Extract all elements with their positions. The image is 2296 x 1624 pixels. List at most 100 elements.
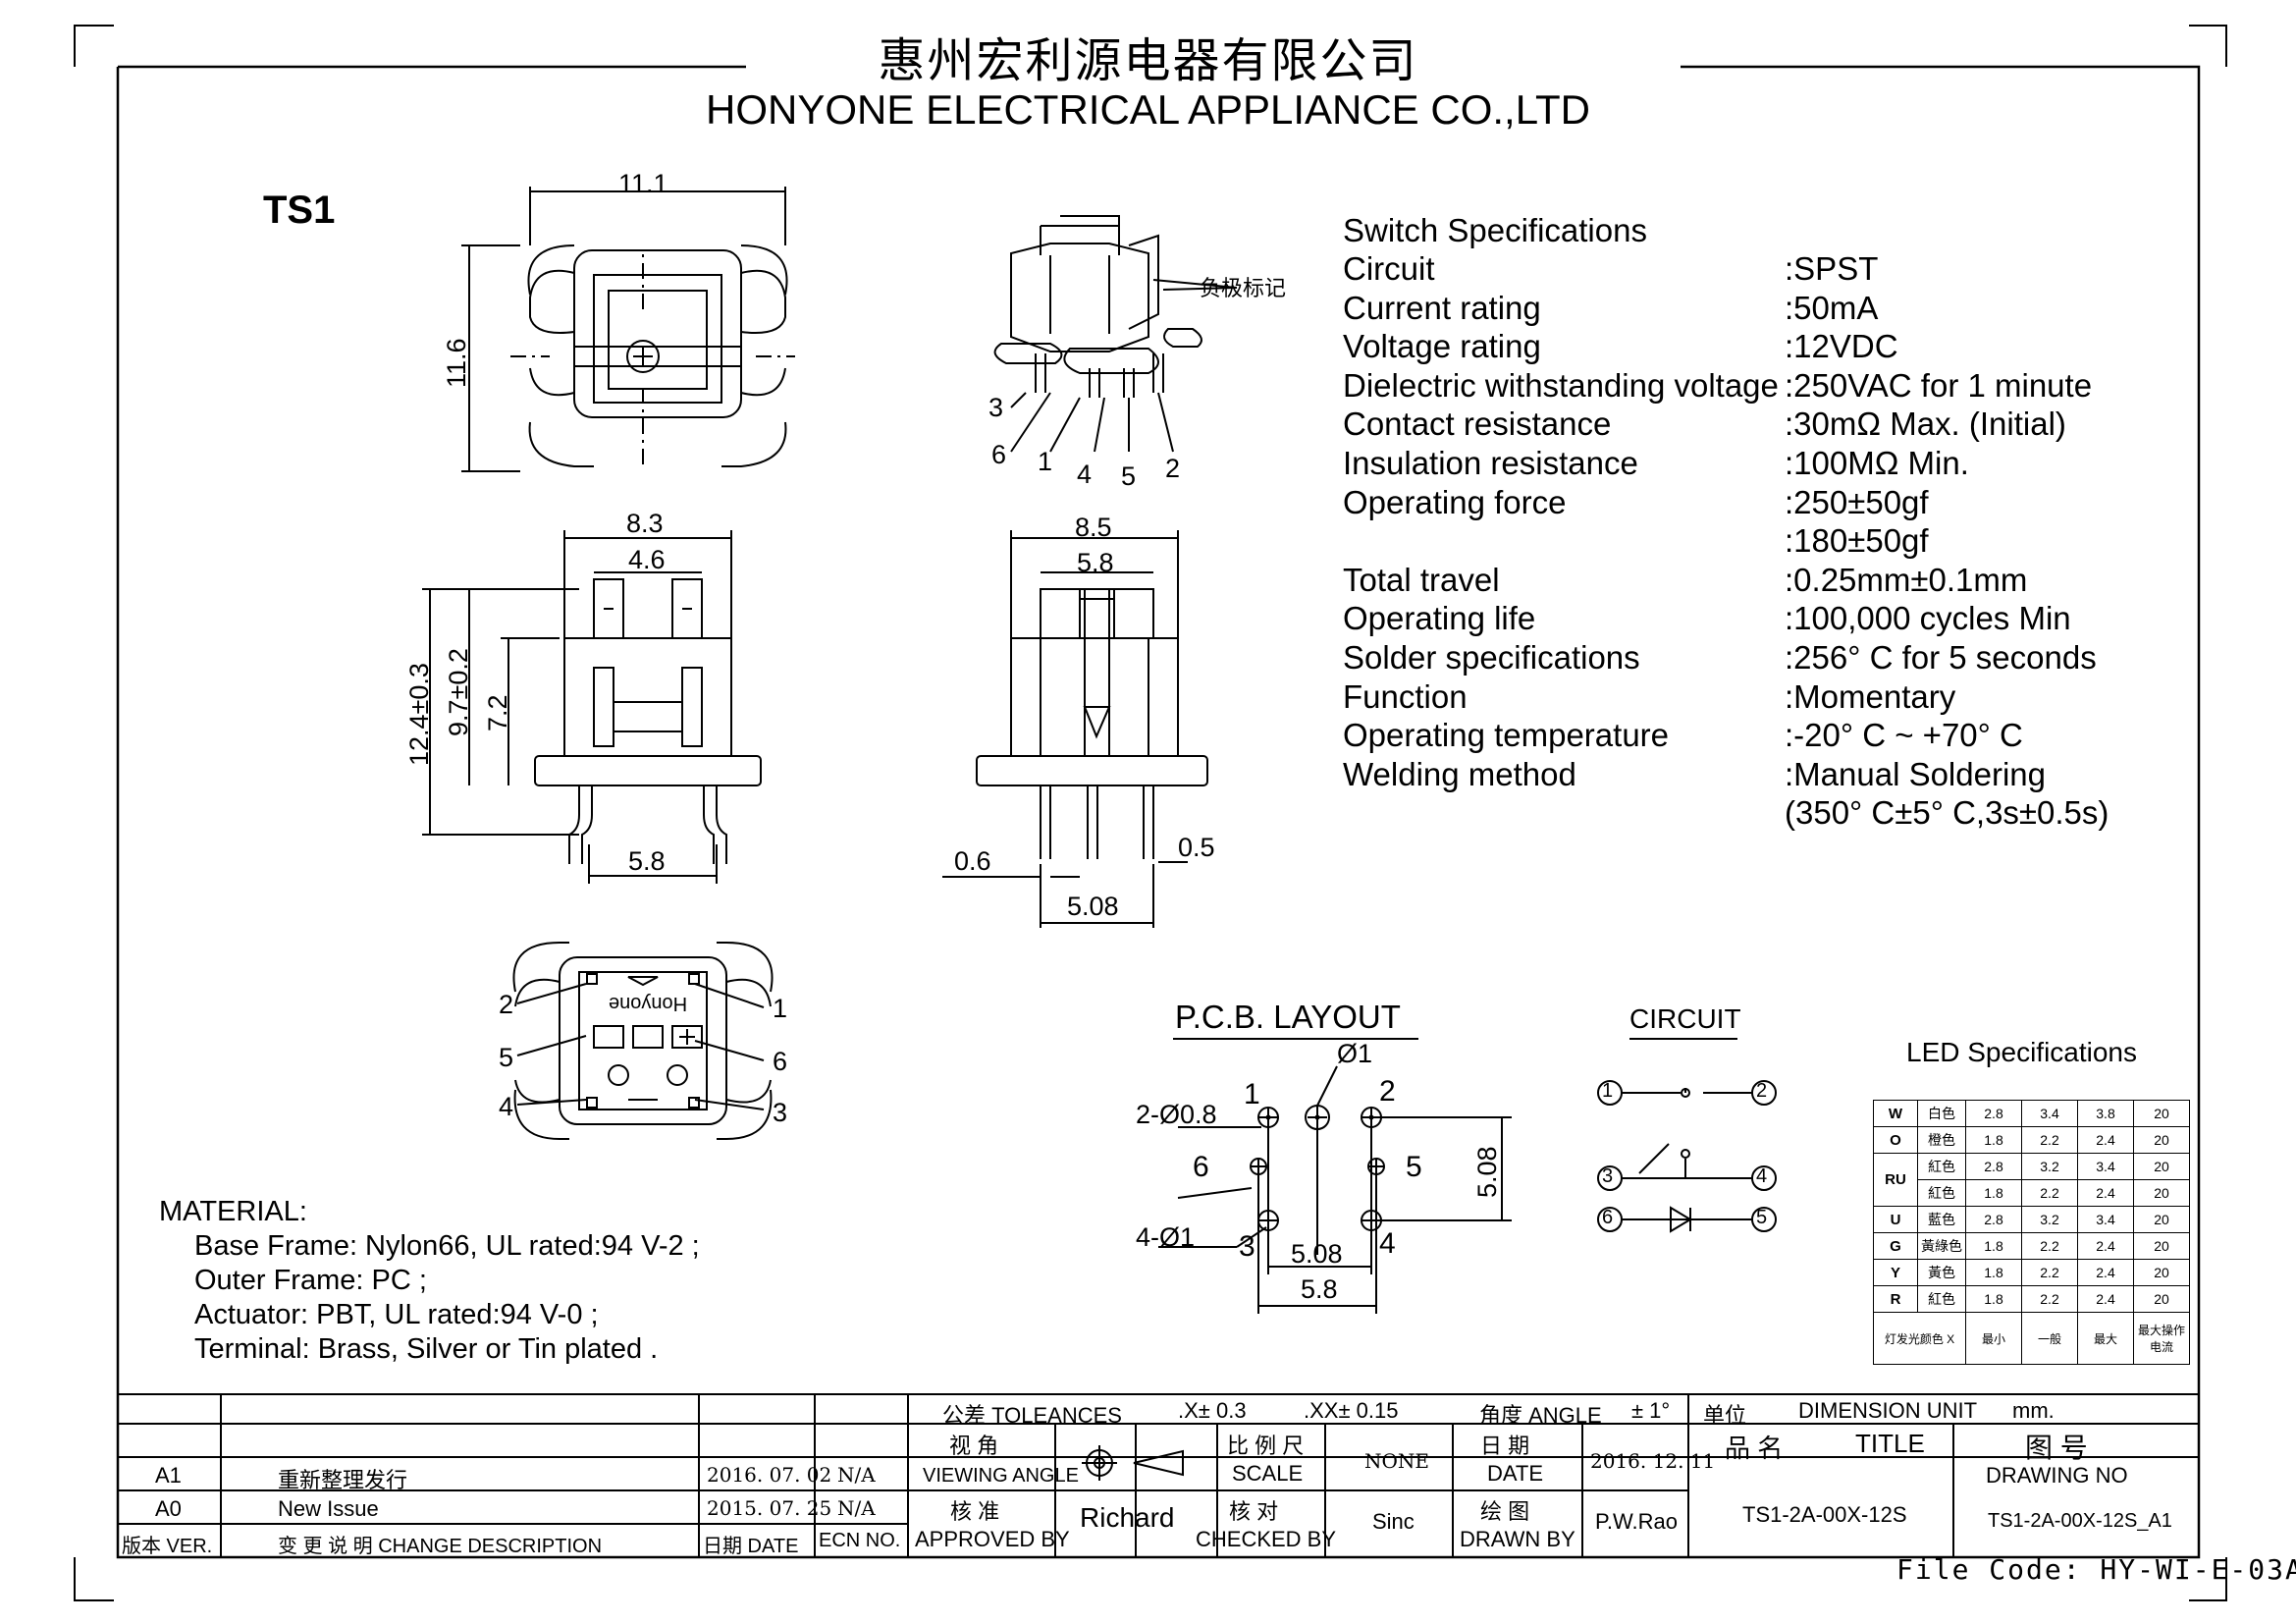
led-footer-cell: 最小 [1965,1312,2022,1365]
led-cell: 20 [2133,1126,2190,1154]
led-cell: R [1873,1285,1918,1313]
led-cell: 3.4 [2077,1153,2134,1180]
spec-label: Insulation resistance [1343,445,1638,481]
spec-label: Voltage rating [1343,328,1541,364]
led-cell: 2.8 [1965,1100,2022,1127]
model-number: TS1 [263,189,336,232]
led-spec-title: LED Specifications [1906,1037,2138,1067]
led-cell: 2.4 [2077,1285,2134,1313]
led-cell: 2.4 [2077,1232,2134,1260]
spec-value: :256° C for 5 seconds [1785,639,2097,676]
led-cell: 橙色 [1917,1126,1966,1154]
title-value: TS1-2A-00X-12S [1742,1502,1907,1527]
spec-value: :12VDC [1785,328,1898,364]
rev-2-desc: New Issue [278,1496,379,1521]
led-cell: 3.4 [2077,1206,2134,1233]
led-footer-cell: 最大 [2077,1312,2134,1365]
bottom-pin-2: 2 [499,990,514,1019]
top-view-drawing [461,187,795,472]
scale-cn: 比 例 尺 [1227,1434,1305,1458]
pcb-layout-title: P.C.B. LAYOUT [1175,999,1401,1035]
side-right-dim: 0.5 [1178,833,1215,862]
spec-value: :30mΩ Max. (Initial) [1785,406,2066,442]
led-footer-cell: 最大操作电流 [2133,1312,2190,1365]
material-line-3: Actuator: PBT, UL rated:94 V-0 ; [194,1299,599,1330]
pcb-pitch-v: 5.08 [1472,1146,1502,1198]
pcb-pin-6: 6 [1193,1151,1209,1183]
company-name-en: HONYONE ELECTRICAL APPLIANCE CO.,LTD [706,86,1590,133]
led-cell: 20 [2133,1100,2190,1127]
spec-value: :250VAC for 1 minute [1785,367,2093,404]
led-cell: 紅色 [1917,1285,1966,1313]
angle-value: ± 1° [1631,1398,1671,1423]
side-outer-dim: 8.5 [1075,513,1112,542]
circuit-drawing [1597,1038,1777,1233]
view-angle-cn: 视 角 [949,1434,999,1458]
led-cell: 1.8 [1965,1126,2022,1154]
negative-mark-label: 负极标记 [1200,276,1287,300]
rev-2-ver: A0 [155,1496,182,1521]
led-cell: 3.8 [2077,1100,2134,1127]
side-inner-dim: 5.8 [1077,548,1114,577]
unit-value: mm. [2012,1398,2055,1423]
led-cell: 2.2 [2021,1232,2078,1260]
bottom-brand-mark: Honyone [609,993,688,1014]
date-en: DATE [1487,1461,1544,1486]
pcb-layout-drawing [1158,1038,1512,1314]
spec-title: Switch Specifications [1343,212,1647,248]
approved-value: Richard [1080,1502,1175,1533]
led-footer-cell: 一般 [2021,1312,2078,1365]
top-view-height-dim: 11.6 [442,338,471,388]
material-title: MATERIAL: [159,1196,307,1227]
bottom-pin-5: 5 [499,1043,514,1072]
drawn-cn: 绘 图 [1480,1499,1530,1524]
iso-pin-3: 3 [988,393,1004,422]
led-cell: 紅色 [1917,1153,1966,1180]
material-line-2: Outer Frame: PC ; [194,1265,427,1296]
spec-label: Operating force [1343,484,1567,520]
header-desc: 变 更 说 明 CHANGE DESCRIPTION [278,1536,603,1557]
led-cell: 2.4 [2077,1126,2134,1154]
tolerances-label: 公差 TOLEANCES [942,1403,1122,1428]
spec-value: :180±50gf [1785,522,1929,559]
circuit-title: CIRCUIT [1629,1003,1741,1034]
spec-label: Contact resistance [1343,406,1612,442]
spec-label: Function [1343,678,1468,715]
material-line-1: Base Frame: Nylon66, UL rated:94 V-2 ; [194,1230,700,1262]
circuit-pin-4: 4 [1756,1165,1768,1187]
front-body-height-dim: 9.7±0.2 [444,648,473,736]
led-cell: 1.8 [1965,1179,2022,1207]
view-angle-en: VIEWING ANGLE [923,1465,1079,1487]
pcb-pin-4: 4 [1379,1227,1396,1260]
unit-label-en: DIMENSION UNIT [1798,1398,1978,1423]
spec-label: Solder specifications [1343,639,1640,676]
circuit-pin-3: 3 [1602,1165,1614,1187]
spec-label: Circuit [1343,250,1435,287]
spec-value: :SPST [1785,250,1879,287]
led-cell: 2.4 [2077,1179,2134,1207]
spec-value: :Manual Soldering [1785,756,2046,792]
led-cell: 2.2 [2021,1259,2078,1286]
pcb-holes-four: 4-Ø1 [1136,1222,1196,1252]
led-footer-cell: 灯发光颜色 X [1873,1312,1966,1365]
circuit-pin-1: 1 [1602,1080,1614,1102]
header-ver: 版本 VER. [122,1536,213,1557]
front-total-height-dim: 12.4±0.3 [404,663,434,766]
led-cell: RU [1873,1153,1918,1207]
material-line-4: Terminal: Brass, Silver or Tin plated . [194,1333,659,1365]
bottom-pin-6: 6 [773,1047,788,1076]
led-cell: 藍色 [1917,1206,1966,1233]
pcb-hole-big: Ø1 [1337,1039,1373,1068]
led-cell: 20 [2133,1153,2190,1180]
led-cell: 2.2 [2021,1126,2078,1154]
spec-value: :100,000 cycles Min [1785,600,2071,636]
title-en: TITLE [1855,1429,1925,1458]
